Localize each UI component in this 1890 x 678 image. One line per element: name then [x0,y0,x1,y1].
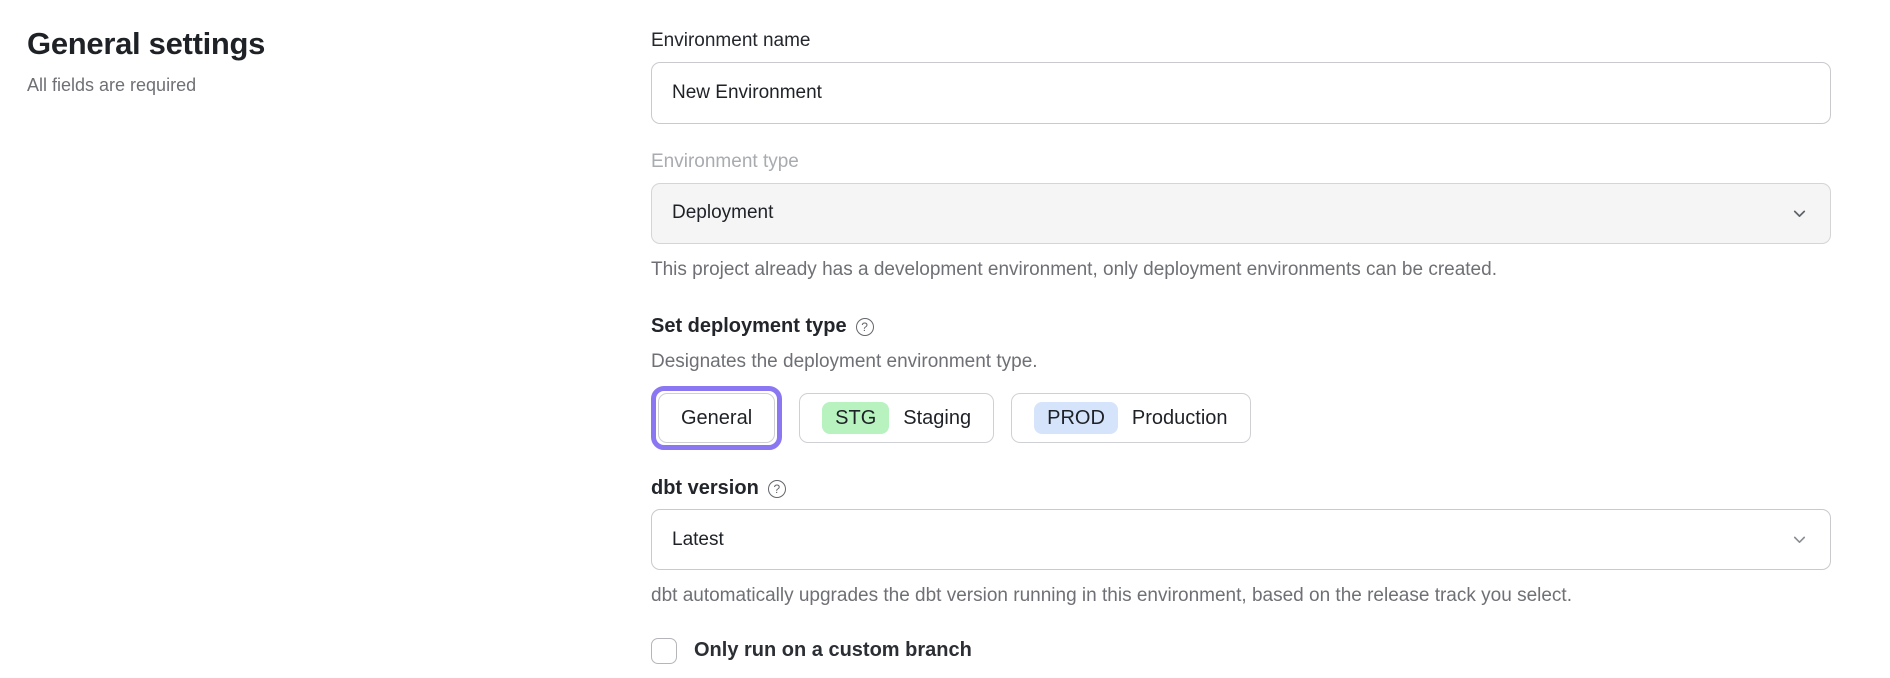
deployment-type-staging-button[interactable]: STG Staging [799,393,994,443]
custom-branch-checkbox[interactable] [651,638,677,664]
general-button-label: General [681,407,752,430]
page-subtitle: All fields are required [27,75,651,96]
custom-branch-row: Only run on a custom branch [651,638,1831,664]
help-icon[interactable]: ? [856,318,874,336]
deployment-type-label-text: Set deployment type [651,315,847,338]
staging-button-label: Staging [903,407,971,430]
environment-name-input[interactable] [651,62,1831,124]
chevron-down-icon [1791,205,1808,222]
custom-branch-label: Only run on a custom branch [694,639,972,662]
help-icon[interactable]: ? [768,480,786,498]
selected-option-ring: General [651,386,782,450]
environment-type-select: Deployment [651,183,1831,244]
environment-type-label: Environment type [651,151,1831,174]
environment-form: Environment name Environment type Deploy… [651,26,1831,664]
general-settings-page: General settings All fields are required… [0,0,1890,664]
dbt-version-value: Latest [672,529,724,551]
dbt-version-label-text: dbt version [651,477,759,500]
deployment-type-general-button[interactable]: General [658,393,775,443]
page-title: General settings [27,26,651,62]
environment-name-label: Environment name [651,30,810,51]
dbt-version-helper: dbt automatically upgrades the dbt versi… [651,583,1831,609]
deployment-type-helper: Designates the deployment environment ty… [651,351,1831,373]
deployment-type-options: General STG Staging PROD Production [651,386,1831,450]
chevron-down-icon [1791,531,1808,548]
production-button-label: Production [1132,407,1228,430]
deployment-type-production-button[interactable]: PROD Production [1011,393,1250,443]
production-badge: PROD [1034,402,1118,434]
environment-type-helper: This project already has a development e… [651,257,1831,283]
dbt-version-select[interactable]: Latest [651,509,1831,570]
deployment-type-label: Set deployment type ? [651,315,1831,338]
settings-header: General settings All fields are required [0,26,651,664]
environment-type-value: Deployment [672,202,773,224]
dbt-version-label: dbt version ? [651,477,1831,500]
staging-badge: STG [822,402,889,434]
